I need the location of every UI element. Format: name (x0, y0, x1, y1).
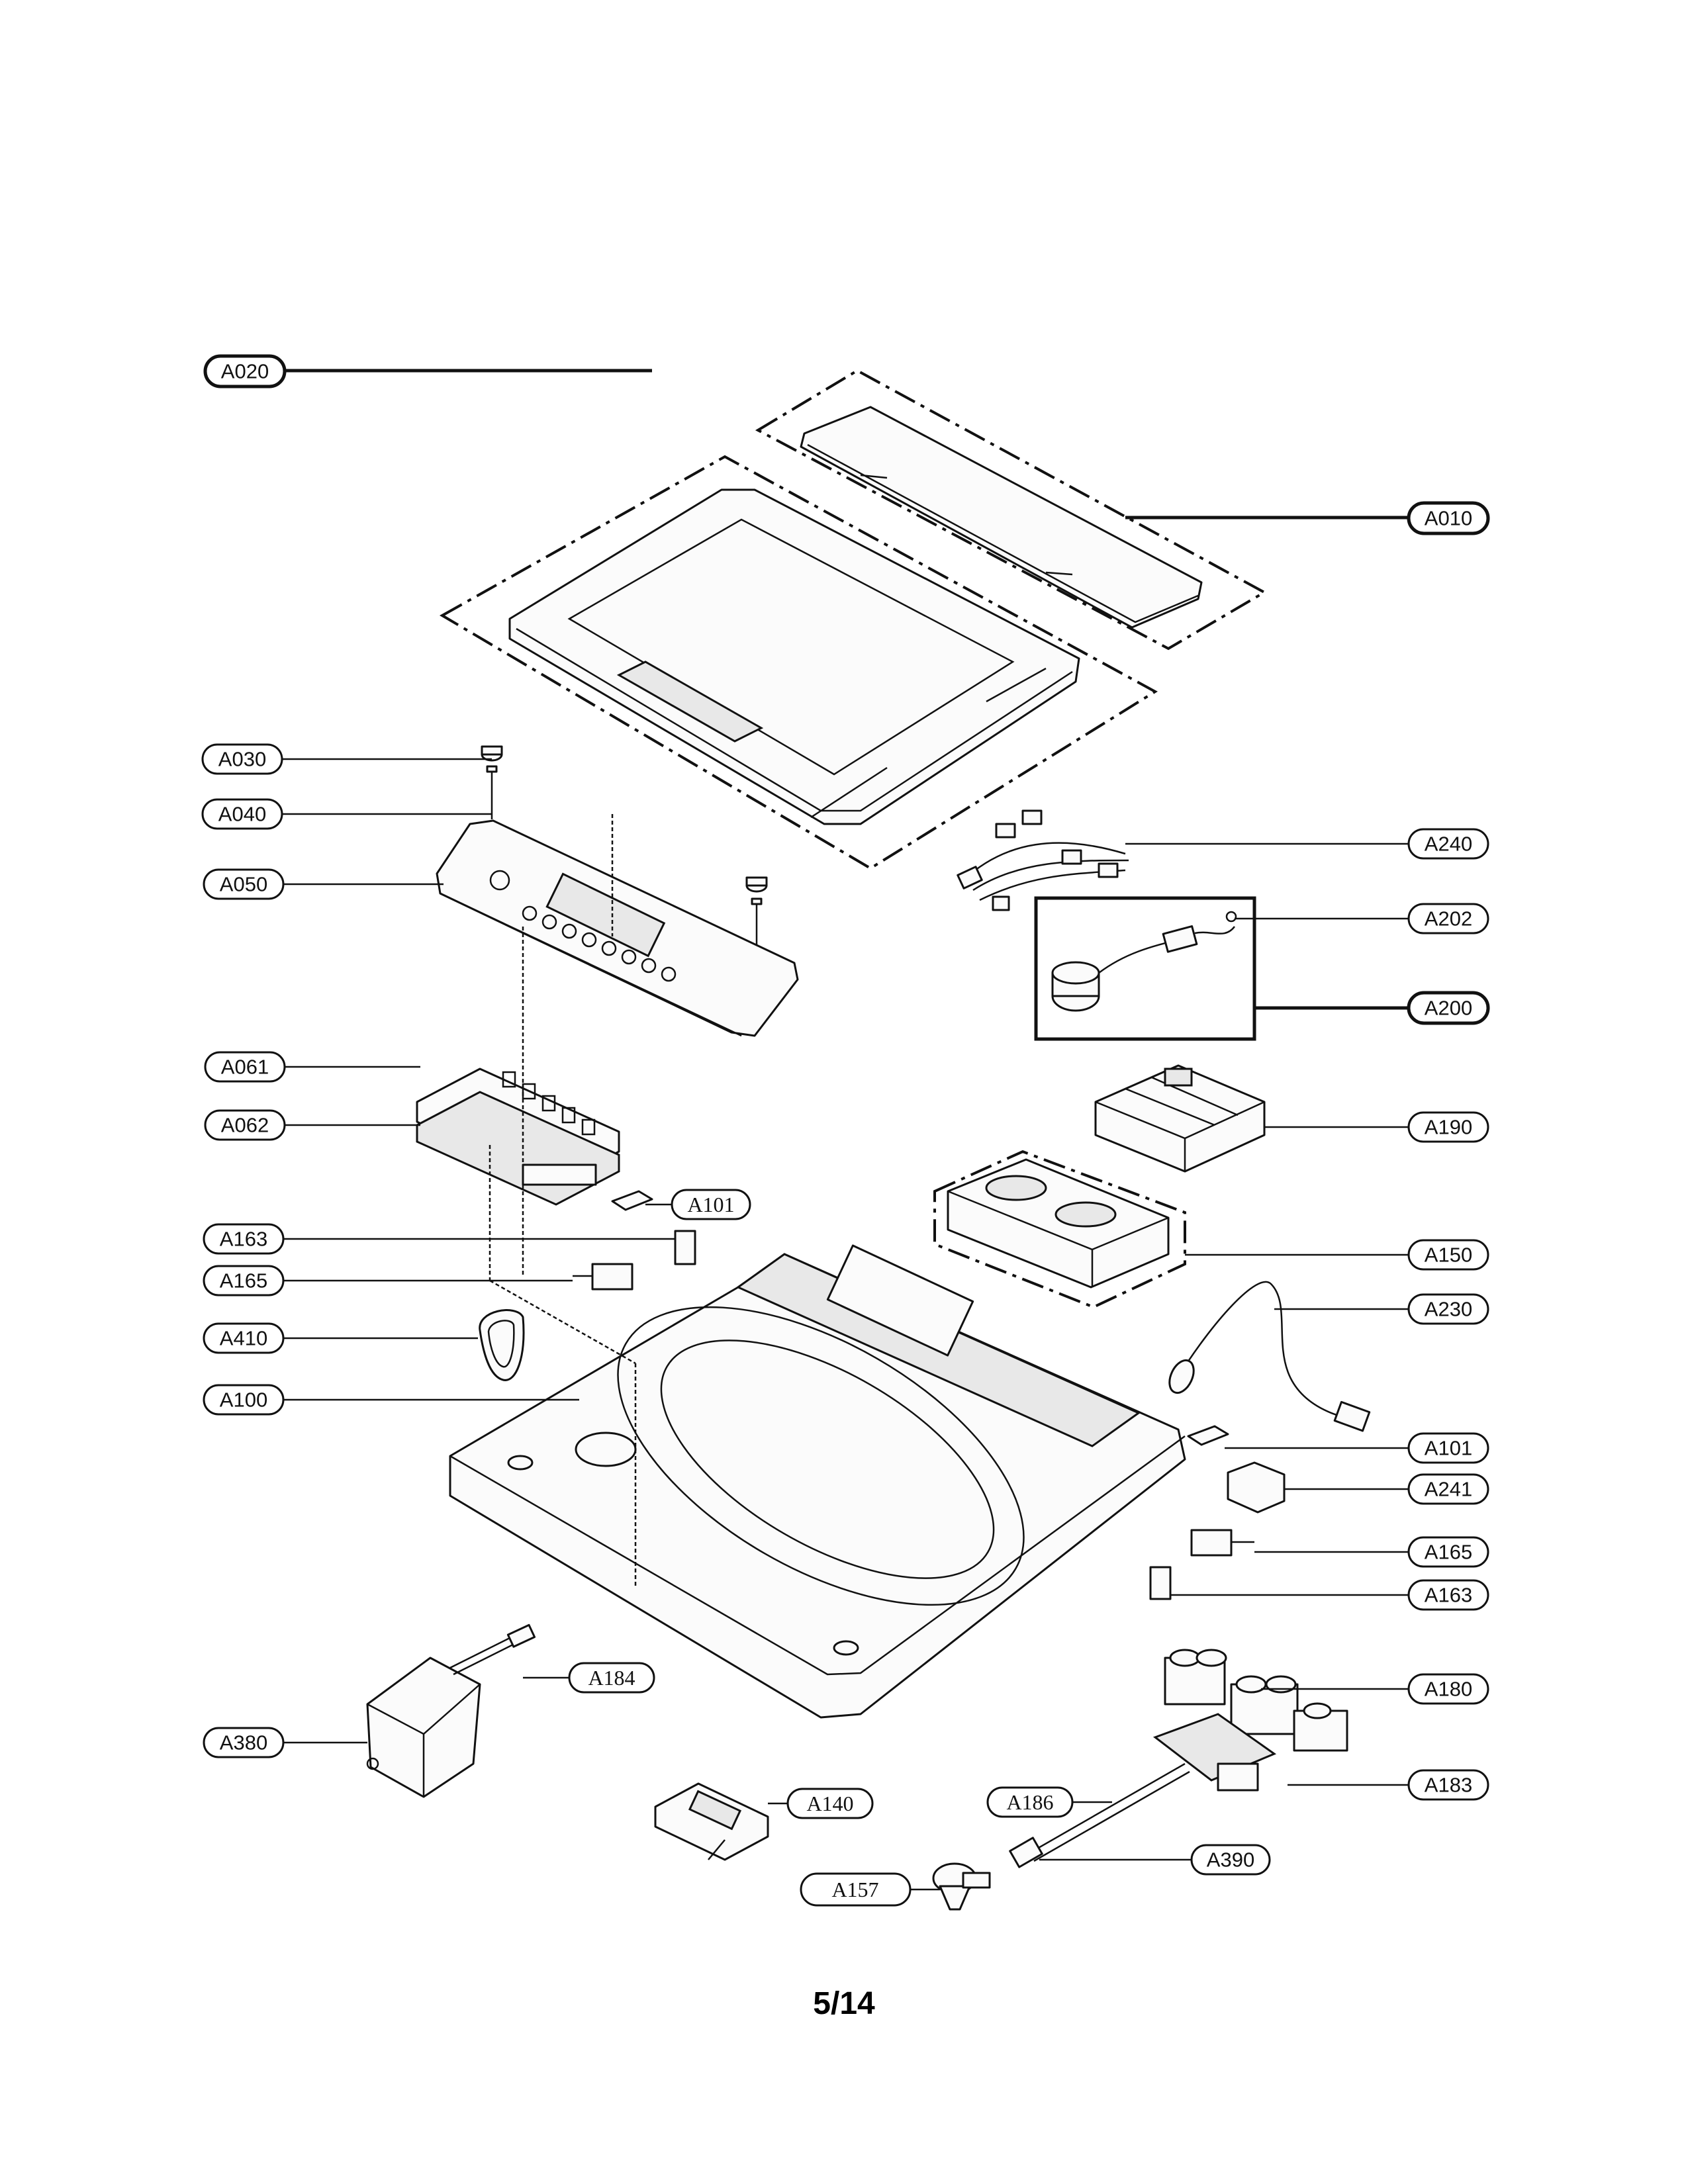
lid-assembly-outline (439, 455, 1158, 870)
callout-a165-right: A165 (1407, 1536, 1489, 1568)
pcb-assembly-part (416, 1068, 620, 1206)
callout-a390: A390 (1190, 1844, 1271, 1876)
svg-text:A061: A061 (221, 1056, 269, 1079)
callout-a157: A157 (800, 1872, 912, 1907)
svg-text:A010: A010 (1425, 507, 1472, 530)
callout-a101-right: A101 (1407, 1432, 1489, 1464)
callout-a050: A050 (203, 868, 285, 900)
svg-text:A202: A202 (1425, 907, 1472, 931)
svg-text:A101: A101 (1425, 1437, 1472, 1460)
svg-text:A184: A184 (588, 1666, 635, 1690)
callout-a163-right: A163 (1407, 1579, 1489, 1611)
lid-cover-part (800, 406, 1203, 629)
pocket-part (366, 1657, 481, 1798)
svg-text:A240: A240 (1425, 833, 1472, 856)
callout-a040: A040 (201, 798, 283, 830)
dispenser-frame-part (1094, 1064, 1266, 1173)
callout-a241: A241 (1407, 1473, 1489, 1505)
pressure-sensor-part (1051, 911, 1237, 1012)
callout-a186: A186 (986, 1786, 1074, 1818)
pressure-sensor-box (1034, 896, 1256, 1041)
switch-part (674, 1230, 1172, 1600)
callout-a202: A202 (1407, 903, 1489, 934)
funnel-part (932, 1862, 991, 1911)
callout-a163-left: A163 (203, 1223, 285, 1255)
lid-cover-outline (755, 369, 1268, 651)
water-valve-part (1152, 1649, 1348, 1792)
svg-text:A163: A163 (1425, 1584, 1472, 1607)
callout-a240: A240 (1407, 828, 1489, 860)
callout-a183: A183 (1407, 1769, 1489, 1801)
svg-text:A183: A183 (1425, 1774, 1472, 1797)
svg-text:A030: A030 (218, 748, 266, 771)
svg-text:A165: A165 (220, 1269, 267, 1293)
svg-text:A157: A157 (831, 1878, 878, 1901)
svg-text:A200: A200 (1425, 997, 1472, 1020)
lid-lock-part (573, 1263, 1254, 1557)
callout-a101-left: A101 (671, 1189, 751, 1220)
svg-text:A410: A410 (220, 1327, 267, 1350)
callout-a020: A020 (203, 354, 287, 388)
svg-text:A390: A390 (1207, 1848, 1254, 1872)
callout-a200: A200 (1407, 991, 1490, 1025)
svg-text:A040: A040 (218, 803, 266, 826)
callout-a030: A030 (201, 743, 283, 775)
svg-text:A186: A186 (1006, 1790, 1053, 1814)
lid-switch-part (654, 1782, 769, 1861)
svg-text:A180: A180 (1425, 1678, 1472, 1701)
wire-harness-part (957, 809, 1129, 911)
callout-a180: A180 (1407, 1673, 1489, 1705)
inlet-pipe-part (1009, 1762, 1190, 1868)
filter-box-part (1227, 1461, 1286, 1514)
svg-text:A150: A150 (1425, 1244, 1472, 1267)
svg-text:A101: A101 (687, 1193, 734, 1216)
dispenser-outline (933, 1150, 1186, 1309)
page-number: 5/14 (813, 1986, 875, 2021)
svg-text:A230: A230 (1425, 1298, 1472, 1321)
callout-a100: A100 (203, 1384, 285, 1416)
callout-a010: A010 (1407, 501, 1490, 535)
callout-a190: A190 (1407, 1111, 1489, 1143)
callout-a380: A380 (203, 1727, 285, 1758)
svg-text:A100: A100 (220, 1388, 267, 1412)
dispenser-tray-part (947, 1158, 1170, 1289)
svg-text:A140: A140 (806, 1792, 853, 1815)
guide-line (489, 1279, 636, 1365)
svg-text:A241: A241 (1425, 1478, 1472, 1501)
svg-text:A062: A062 (221, 1114, 269, 1137)
hose-part (449, 1623, 536, 1676)
bracket-part (611, 1190, 1229, 1446)
control-panel-part (436, 819, 799, 1037)
lid-seal-part (479, 1309, 525, 1381)
svg-text:A020: A020 (221, 360, 269, 383)
svg-text:A163: A163 (220, 1228, 267, 1251)
svg-text:A050: A050 (220, 873, 267, 896)
leader-lines (282, 369, 1409, 1891)
callout-a165-left: A165 (203, 1265, 285, 1297)
screw-cap-part (481, 745, 768, 893)
callout-a062: A062 (204, 1109, 286, 1141)
callout-a184: A184 (568, 1662, 655, 1694)
svg-text:A165: A165 (1425, 1541, 1472, 1564)
callout-a140: A140 (786, 1788, 874, 1819)
svg-text:A190: A190 (1425, 1116, 1472, 1139)
lid-part (508, 488, 1080, 825)
callout-a230: A230 (1407, 1293, 1489, 1325)
callout-a150: A150 (1407, 1239, 1489, 1271)
top-cabinet-part (449, 1244, 1186, 1719)
power-cord-part (1168, 1281, 1371, 1432)
callout-a061: A061 (204, 1051, 286, 1083)
callout-a410: A410 (203, 1322, 285, 1354)
svg-text:A380: A380 (220, 1731, 267, 1754)
